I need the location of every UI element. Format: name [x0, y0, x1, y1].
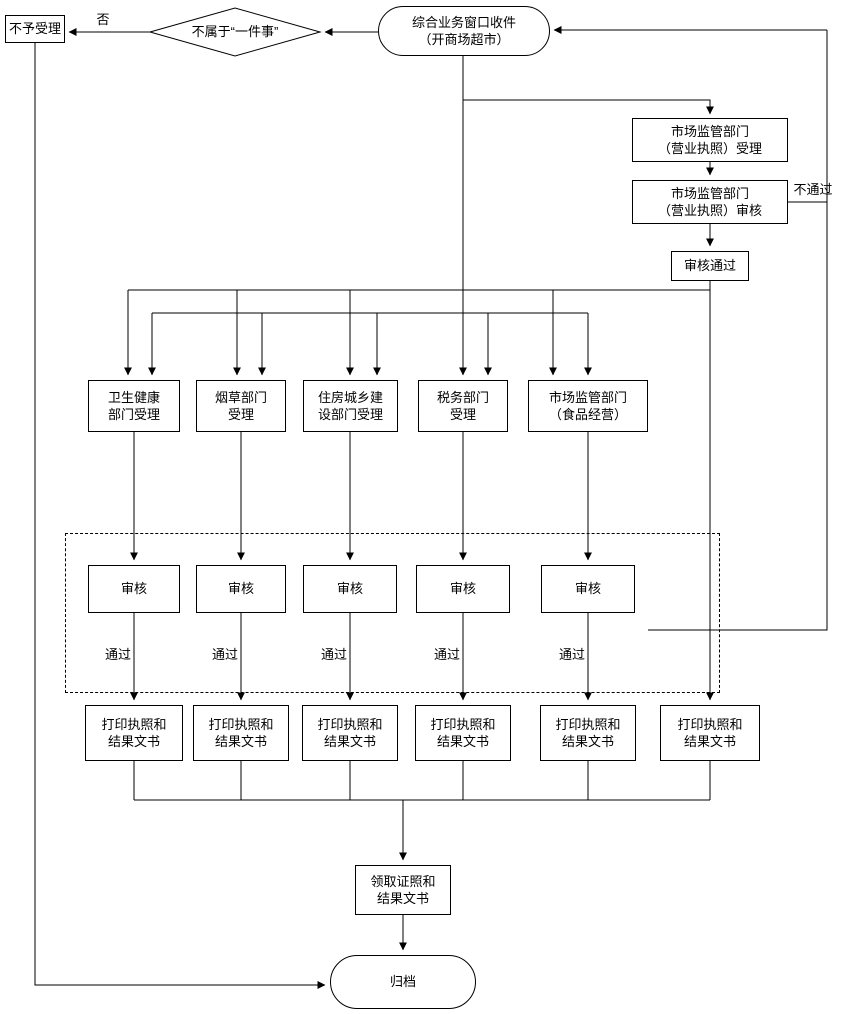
pass-label-1: 通过 — [104, 646, 131, 662]
no-branch-label: 否 — [96, 11, 110, 27]
print-box-1: 打印执照和 结果文书 — [85, 705, 183, 761]
decision-diamond-shape — [148, 7, 322, 57]
review-dashed-region — [65, 533, 720, 693]
review-box-5: 审核 — [541, 565, 635, 613]
review-box-3: 审核 — [303, 565, 397, 613]
dept-box-market-food: 市场监管部门 （食品经营） — [528, 380, 648, 432]
pass-label-5: 通过 — [558, 646, 585, 662]
fail-branch-label: 不通过 — [793, 181, 833, 197]
pass-label-4: 通过 — [433, 646, 460, 662]
print-box-4: 打印执照和 结果文书 — [415, 705, 511, 761]
print-box-5: 打印执照和 结果文书 — [540, 705, 636, 761]
dept-box-tobacco: 烟草部门 受理 — [196, 380, 286, 432]
review-box-1: 审核 — [88, 565, 180, 613]
connector-lines — [34, 7, 828, 989]
license-accept-box: 市场监管部门 （营业执照）受理 — [632, 118, 788, 162]
print-box-2: 打印执照和 结果文书 — [193, 705, 289, 761]
pass-label-2: 通过 — [211, 646, 238, 662]
review-passed-box: 审核通过 — [671, 251, 749, 281]
collect-box: 领取证照和 结果文书 — [355, 865, 451, 915]
archive-node: 归档 — [330, 955, 476, 1009]
print-box-3: 打印执照和 结果文书 — [302, 705, 398, 761]
review-box-2: 审核 — [196, 565, 286, 613]
decision-diamond-label: 不属于“一件事” — [191, 23, 279, 39]
dept-box-tax: 税务部门 受理 — [418, 380, 508, 432]
dept-box-health: 卫生健康 部门受理 — [88, 380, 180, 432]
reject-box: 不予受理 — [5, 15, 65, 43]
print-box-6: 打印执照和 结果文书 — [660, 705, 760, 761]
review-box-4: 审核 — [416, 565, 510, 613]
intake-window-node: 综合业务窗口收件 （开商场超市） — [378, 6, 550, 56]
pass-label-3: 通过 — [320, 646, 347, 662]
license-review-box: 市场监管部门 （营业执照）审核 — [632, 180, 788, 224]
dept-box-housing: 住房城乡建 设部门受理 — [303, 380, 398, 432]
